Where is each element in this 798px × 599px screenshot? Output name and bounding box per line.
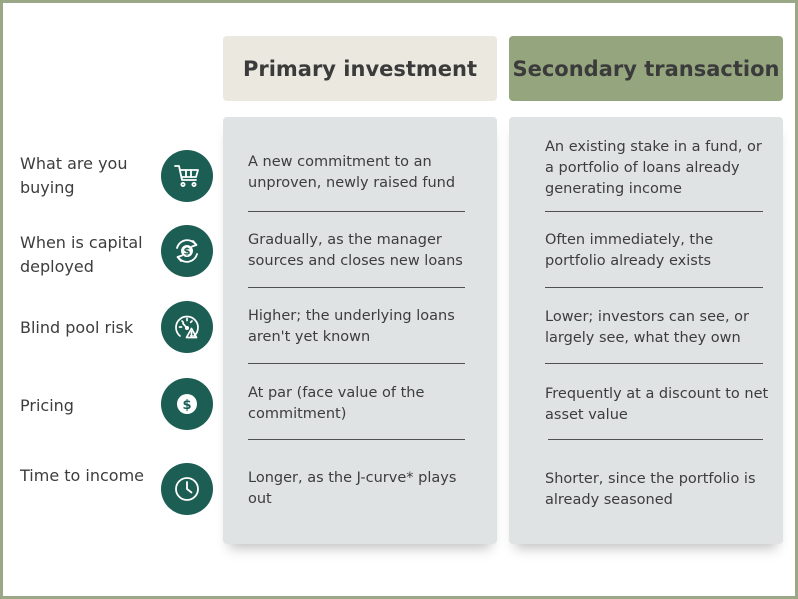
row-label-blind-pool-risk: Blind pool risk — [20, 318, 134, 337]
secondary-cell-pricing: Frequently at a discount to net asset va… — [545, 386, 769, 423]
secondary-transaction-header: Secondary transaction — [509, 36, 783, 101]
primary-cell-capital-deployed: Gradually, as the manager sources and cl… — [248, 232, 463, 269]
primary-cell-blind-pool-risk: Higher; the underlying loans aren't yet … — [248, 308, 455, 345]
primary-divider — [248, 287, 465, 288]
secondary-divider — [548, 439, 763, 440]
primary-divider — [248, 211, 465, 212]
primary-divider — [248, 439, 465, 440]
primary-cell-pricing: At par (face value of the commitment) — [248, 385, 425, 422]
secondary-transaction-column — [509, 117, 783, 544]
secondary-divider — [545, 363, 763, 364]
row-label-buying: What are you buying — [20, 154, 128, 197]
primary-cell-time-to-income: Longer, as the J-curve* plays out — [248, 470, 457, 507]
primary-investment-header: Primary investment — [223, 36, 497, 101]
row-label-capital-deployed: When is capital deployed — [20, 233, 143, 276]
svg-text:$: $ — [184, 247, 191, 258]
svg-text:$: $ — [182, 398, 191, 413]
shopping-cart-icon — [161, 150, 213, 202]
secondary-cell-capital-deployed: Often immediately, the portfolio already… — [545, 232, 714, 269]
secondary-divider — [545, 287, 763, 288]
secondary-cell-time-to-income: Shorter, since the portfolio is already … — [545, 471, 756, 508]
secondary-divider — [545, 211, 763, 212]
row-label-time-to-income: Time to income — [20, 466, 144, 485]
risk-gauge-icon — [161, 301, 213, 353]
clock-icon — [161, 463, 213, 515]
primary-divider — [248, 363, 465, 364]
primary-cell-buying: A new commitment to an unproven, newly r… — [248, 154, 456, 191]
secondary-cell-blind-pool-risk: Lower; investors can see, or largely see… — [545, 309, 749, 346]
secondary-cell-buying: An existing stake in a fund, or a portfo… — [545, 139, 762, 197]
row-label-pricing: Pricing — [20, 396, 74, 415]
primary-investment-column — [223, 117, 497, 544]
dollar-coin-icon: $ — [161, 378, 213, 430]
dollar-cycle-icon: $ — [161, 225, 213, 277]
